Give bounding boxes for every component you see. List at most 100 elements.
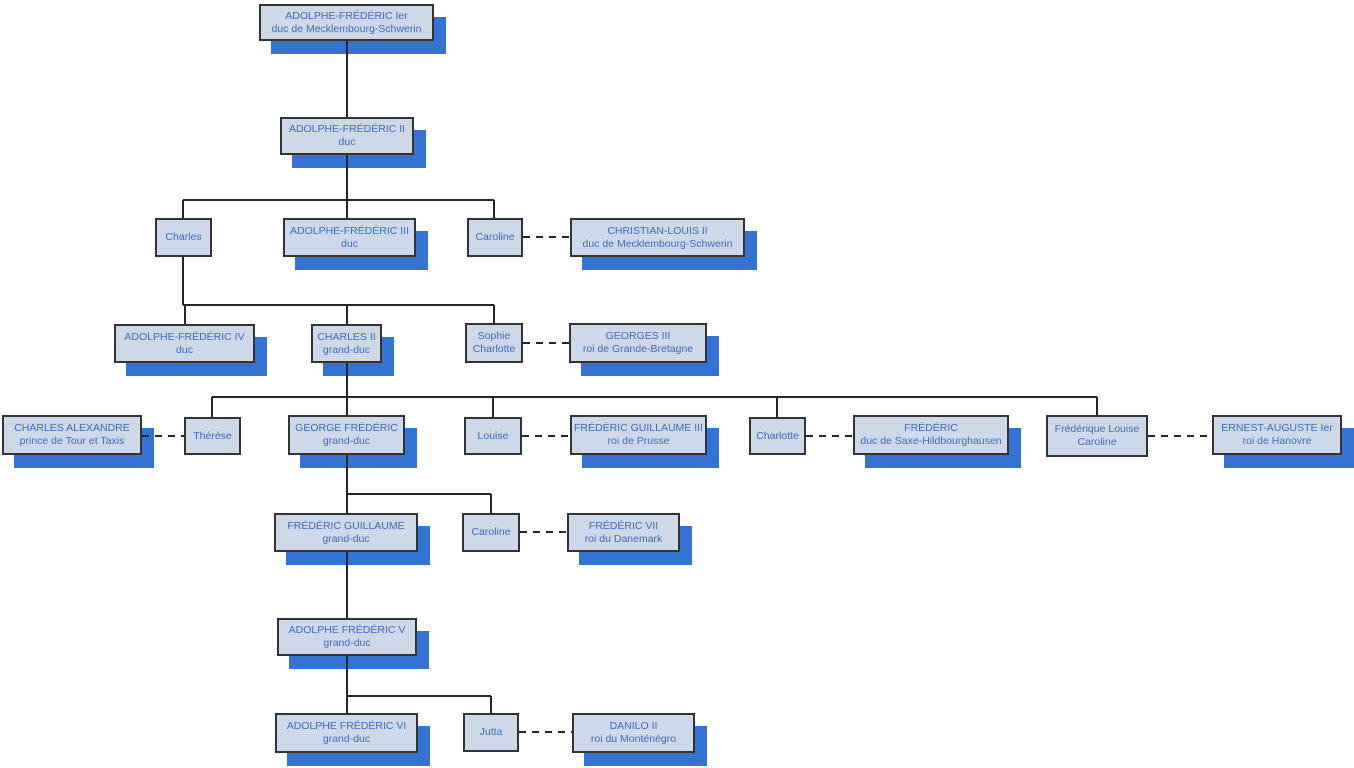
person-title: duc de Mecklembourg-Schwerin — [582, 237, 733, 250]
descent-connector-solid — [490, 494, 492, 513]
person-title: duc — [338, 136, 356, 148]
person-name: Louise — [477, 429, 509, 442]
person-name: Jutta — [479, 726, 503, 738]
person-name: FRÉDÉRIC VII — [588, 519, 659, 532]
person-title: Caroline — [1077, 436, 1117, 448]
descent-connector-solid — [776, 397, 778, 417]
person-name: ADOLPHE-FRÉDÉRIC Ier — [285, 9, 408, 22]
person-box-charles: Charles — [155, 218, 212, 257]
person-box-louise: Louise — [464, 417, 522, 455]
person-name: ADOLPHE-FRÉDÉRIC III — [289, 224, 410, 237]
descent-connector-solid — [493, 305, 495, 323]
person-name: Thérèse — [193, 429, 232, 442]
person-title: roi du Monténégro — [590, 733, 677, 745]
person-name: ERNEST-AUGUSTE Ier — [1221, 422, 1333, 434]
descent-connector-solid — [346, 656, 348, 696]
descent-connector-solid — [212, 396, 1097, 398]
marriage-connector-dashed — [519, 731, 572, 733]
person-title: grand-duc — [322, 343, 371, 356]
descent-connector-solid — [182, 257, 184, 305]
person-box-caroline-2: Caroline — [462, 513, 520, 552]
person-name: CHARLES ALEXANDRE — [14, 422, 130, 434]
person-box-caroline: Caroline — [467, 218, 523, 257]
descent-connector-solid — [211, 397, 213, 417]
person-name: Charles — [165, 231, 202, 243]
person-title: roi de Hanovre — [1242, 435, 1312, 447]
descent-connector-solid — [346, 696, 348, 713]
marriage-connector-dashed — [523, 236, 570, 238]
person-box-therese: Thérèse — [184, 417, 241, 455]
person-title: grand-duc — [322, 435, 371, 447]
marriage-connector-dashed — [522, 435, 570, 437]
person-box-charlotte: Charlotte — [749, 417, 806, 455]
person-title: duc — [176, 343, 193, 356]
person-title: grand-duc — [322, 733, 371, 745]
person-name: Caroline — [471, 526, 511, 538]
descent-connector-solid — [493, 200, 495, 218]
descent-connector-solid — [346, 41, 348, 117]
descent-connector-solid — [346, 455, 348, 494]
person-title: prince de Tour et Taxis — [19, 435, 125, 447]
person-name: FRÉDÉRIC GUILLAUME — [287, 519, 405, 532]
descent-connector-solid — [346, 305, 348, 324]
person-name: ADOLPHE FRÉDÉRIC VI — [286, 720, 407, 732]
person-name: DANILO II — [609, 720, 658, 732]
descent-connector-solid — [182, 200, 184, 218]
person-name: Charlotte — [756, 429, 799, 442]
person-name: ADOLPHE-FRÉDÉRIC IV — [124, 330, 245, 343]
person-name: Caroline — [475, 231, 515, 243]
descent-connector-solid — [346, 362, 348, 397]
descent-connector-solid — [1096, 397, 1098, 415]
descent-connector-solid — [183, 199, 494, 201]
person-title: roi de Grande-Bretagne — [582, 343, 694, 355]
descent-connector-solid — [492, 397, 494, 417]
person-name: GEORGE FRÉDÉRIC — [295, 422, 398, 434]
person-name: FRÉDÉRIC GUILLAUME III — [574, 422, 703, 434]
descent-connector-solid — [183, 304, 494, 306]
person-name: ADOLPHE-FRÉDÉRIC II — [288, 123, 406, 135]
descent-connector-solid — [347, 695, 491, 697]
descent-connector-solid — [347, 493, 491, 495]
person-name: CHARLES II — [317, 330, 376, 343]
person-title: Charlotte — [472, 343, 516, 355]
descent-connector-solid — [346, 552, 348, 618]
marriage-connector-dashed — [523, 342, 569, 344]
marriage-connector-dashed — [806, 435, 853, 437]
marriage-connector-dashed — [1148, 435, 1212, 437]
person-title: duc — [341, 237, 358, 250]
person-box-jutta: Jutta — [463, 713, 519, 752]
person-name: Sophie — [477, 330, 511, 342]
person-name: GEORGES III — [605, 330, 671, 342]
person-name: FRÉDÉRIC — [904, 422, 958, 434]
person-title: grand-duc — [322, 532, 370, 545]
descent-connector-solid — [184, 305, 186, 324]
descent-connector-solid — [346, 494, 348, 513]
person-name: ADOLPHE FRÉDÉRIC V — [288, 624, 406, 636]
descent-connector-solid — [490, 696, 492, 713]
person-title: roi du Danemark — [584, 532, 663, 545]
person-title: duc de Mecklembourg-Schwerin — [271, 22, 422, 35]
person-title: duc de Saxe-Hildbourghausen — [860, 435, 1002, 447]
marriage-connector-dashed — [520, 531, 567, 533]
marriage-connector-dashed — [142, 435, 184, 437]
descent-connector-solid — [346, 397, 348, 415]
person-name: CHRISTIAN-LOUIS II — [607, 224, 708, 237]
person-name: Frédérique Louise — [1054, 423, 1140, 435]
